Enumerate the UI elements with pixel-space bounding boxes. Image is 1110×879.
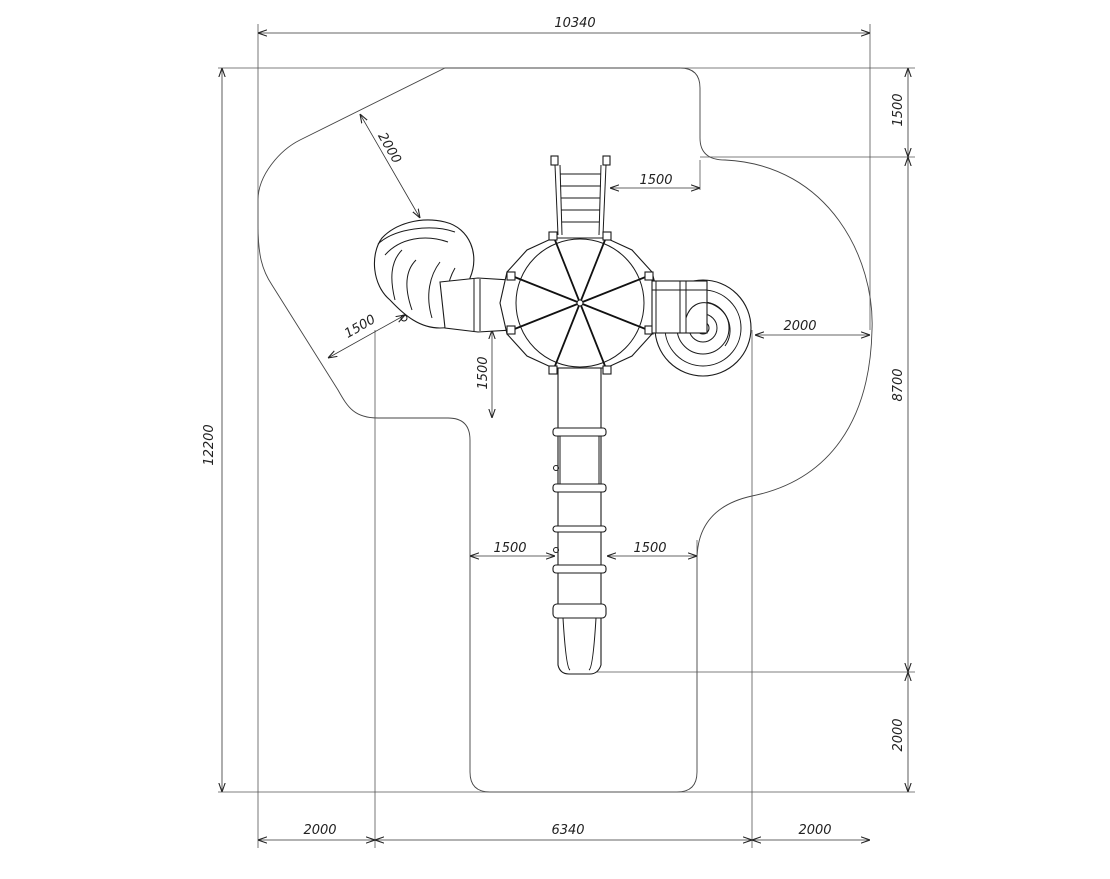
dim-top-margin: 1500	[891, 93, 906, 126]
dim-main-height: 8700	[891, 368, 906, 401]
tower-platform	[499, 231, 661, 375]
ladder	[550, 155, 611, 236]
roof-ribs	[511, 234, 649, 372]
dim-tube-zone-vertical: 1500	[476, 356, 491, 389]
extension-lines	[218, 24, 915, 848]
safety-zone-outline	[257, 67, 873, 793]
dim-center-width: 6340	[551, 823, 584, 838]
dim-slide-zone-diag: 2000	[374, 130, 404, 166]
tube-chute-down	[552, 367, 607, 675]
dim-tube-zone-left: 1500	[342, 312, 378, 342]
dim-overall-width: 10340	[554, 16, 595, 31]
dim-right-margin: 2000	[798, 823, 831, 838]
dim-ladder-offset: 1500	[639, 173, 672, 188]
dim-spiral-offset: 2000	[783, 319, 816, 334]
dimension-lines	[222, 33, 908, 840]
dim-overall-height: 12200	[202, 424, 217, 465]
tube-slide-left	[373, 219, 513, 333]
dim-chute-right: 1500	[633, 541, 666, 556]
dim-bottom-margin: 2000	[891, 718, 906, 751]
dim-left-margin: 2000	[303, 823, 336, 838]
spiral-slide-right	[651, 279, 752, 377]
dim-chute-left: 1500	[493, 541, 526, 556]
